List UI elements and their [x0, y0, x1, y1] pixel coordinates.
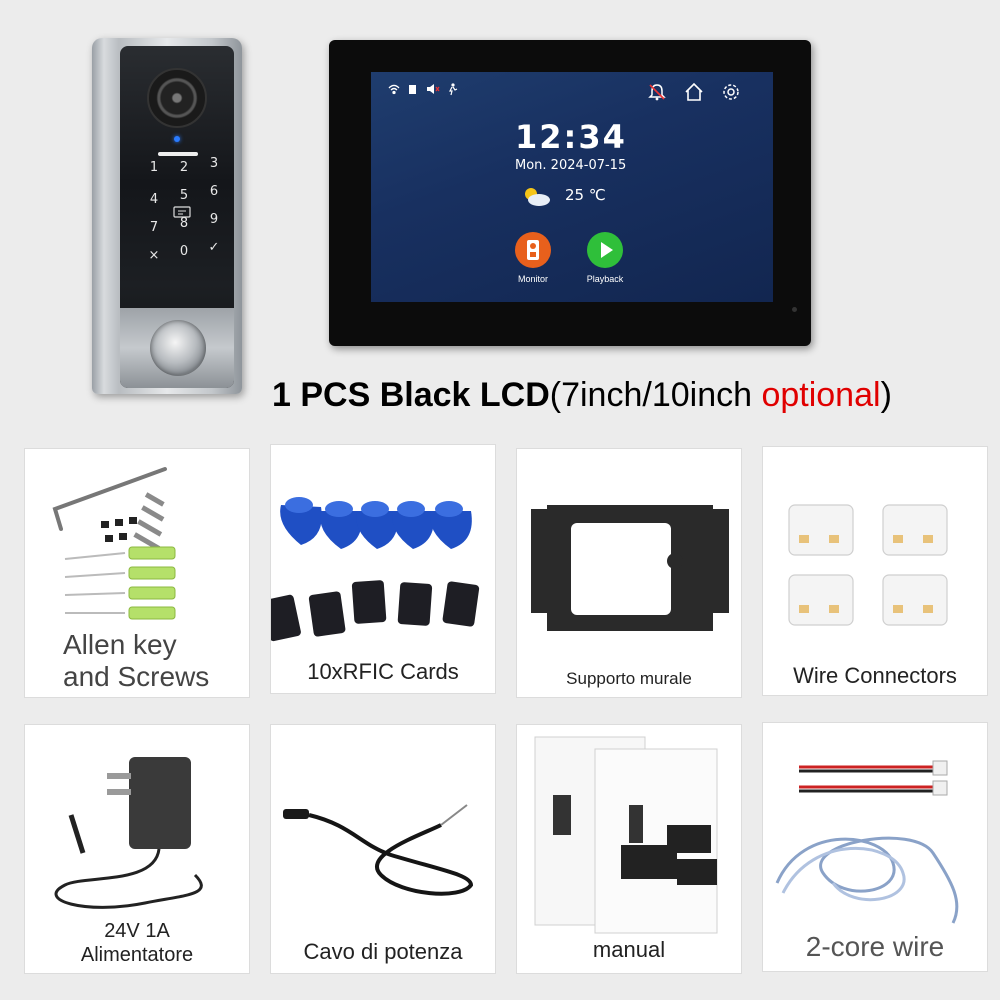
power-cable-image	[283, 804, 474, 896]
card-label: 10xRFIC Cards	[307, 659, 459, 684]
motion-icon	[449, 83, 458, 96]
sd-card-icon	[409, 85, 416, 94]
keypad-key: 0	[179, 244, 189, 259]
card-2-core-wire: 2-core wire	[762, 722, 988, 972]
play-icon	[587, 232, 623, 268]
doorbell-outdoor-unit: 1 2 3 4 5 6 7 8 9 × 0 ✓	[92, 38, 242, 394]
allen-key-screws-image	[52, 467, 176, 620]
keypad-key: 6	[209, 184, 219, 199]
keypad-key: ✓	[208, 240, 220, 255]
monitor-app-icon	[515, 232, 551, 268]
keypad-key: 1	[149, 160, 159, 175]
rfid-cards-image	[271, 497, 480, 642]
card-wire-connectors: Wire Connectors	[762, 446, 988, 696]
app-playback[interactable]: Playback	[575, 232, 635, 284]
wall-bracket-image	[531, 505, 729, 631]
bell-alarm-icon	[648, 84, 666, 101]
wire-connectors-image	[788, 504, 948, 626]
card-label: 2-core wire	[805, 931, 945, 962]
call-button	[150, 320, 206, 376]
card-power-cable: Cavo di potenza	[270, 724, 496, 974]
label-line: and Screws	[63, 661, 210, 692]
card-rfid-cards: 10xRFIC Cards	[270, 444, 496, 694]
mute-icon	[427, 84, 440, 94]
app-label: Playback	[586, 274, 624, 284]
keypad-key: 9	[209, 212, 219, 227]
indoor-monitor: 12:34 Mon. 2024-07-15 25 ℃ Monitor Playb…	[329, 40, 811, 346]
caption-optional: optional	[761, 376, 881, 414]
power-adapter-image	[54, 757, 203, 909]
keypad-key: 7	[149, 220, 159, 235]
card-label: Wire Connectors	[793, 663, 957, 688]
card-label: 24V 1A Alimentatore	[25, 919, 249, 967]
caption-close: )	[880, 376, 892, 414]
temperature: 25 ℃	[565, 186, 606, 204]
product-caption: 1 PCS Black LCD(7inch/10inch optional)	[272, 376, 892, 415]
status-icons	[388, 83, 458, 96]
label-line: Alimentatore	[80, 944, 194, 966]
card-manual: manual	[516, 724, 742, 974]
keypad-key: ×	[148, 248, 160, 263]
keypad-key: 2	[179, 160, 189, 175]
home-icon	[685, 82, 703, 101]
rfid-card-icon	[173, 206, 191, 218]
keypad-key: 4	[149, 192, 159, 207]
two-core-wire-image	[775, 760, 959, 924]
wifi-icon	[388, 84, 400, 95]
card-label: Supporto murale	[566, 669, 692, 688]
keypad-key: 8	[179, 216, 189, 231]
card-label: Allen key and Screws	[63, 629, 249, 693]
indicator-led	[174, 136, 180, 142]
keypad-key: 3	[209, 156, 219, 171]
caption-bold: 1 PCS Black LCD	[272, 376, 550, 414]
app-label: Monitor	[517, 274, 548, 284]
card-wall-bracket: Supporto murale	[516, 448, 742, 698]
app-monitor[interactable]: Monitor	[503, 232, 563, 284]
gear-icon	[723, 84, 739, 100]
manual-image	[534, 736, 718, 934]
card-label: manual	[592, 937, 666, 962]
weather-sun-cloud-icon	[525, 188, 550, 206]
card-label: Cavo di potenza	[303, 939, 463, 964]
label-line: Allen key	[63, 629, 177, 660]
label-line: 24V 1A	[104, 920, 170, 942]
keypad-key: 5	[179, 188, 189, 203]
camera-lens-icon	[147, 68, 207, 128]
clock-time: 12:34	[515, 118, 627, 156]
monitor-screen: 12:34 Mon. 2024-07-15 25 ℃ Monitor Playb…	[371, 72, 773, 302]
caption-open: (7inch/10inch	[549, 376, 762, 414]
clock-date: Mon. 2024-07-15	[515, 158, 627, 173]
card-power-adapter: 24V 1A Alimentatore	[24, 724, 250, 974]
monitor-sensor	[792, 307, 797, 312]
card-allen-key-screws: Allen key and Screws	[24, 448, 250, 698]
light-bar	[158, 152, 198, 156]
